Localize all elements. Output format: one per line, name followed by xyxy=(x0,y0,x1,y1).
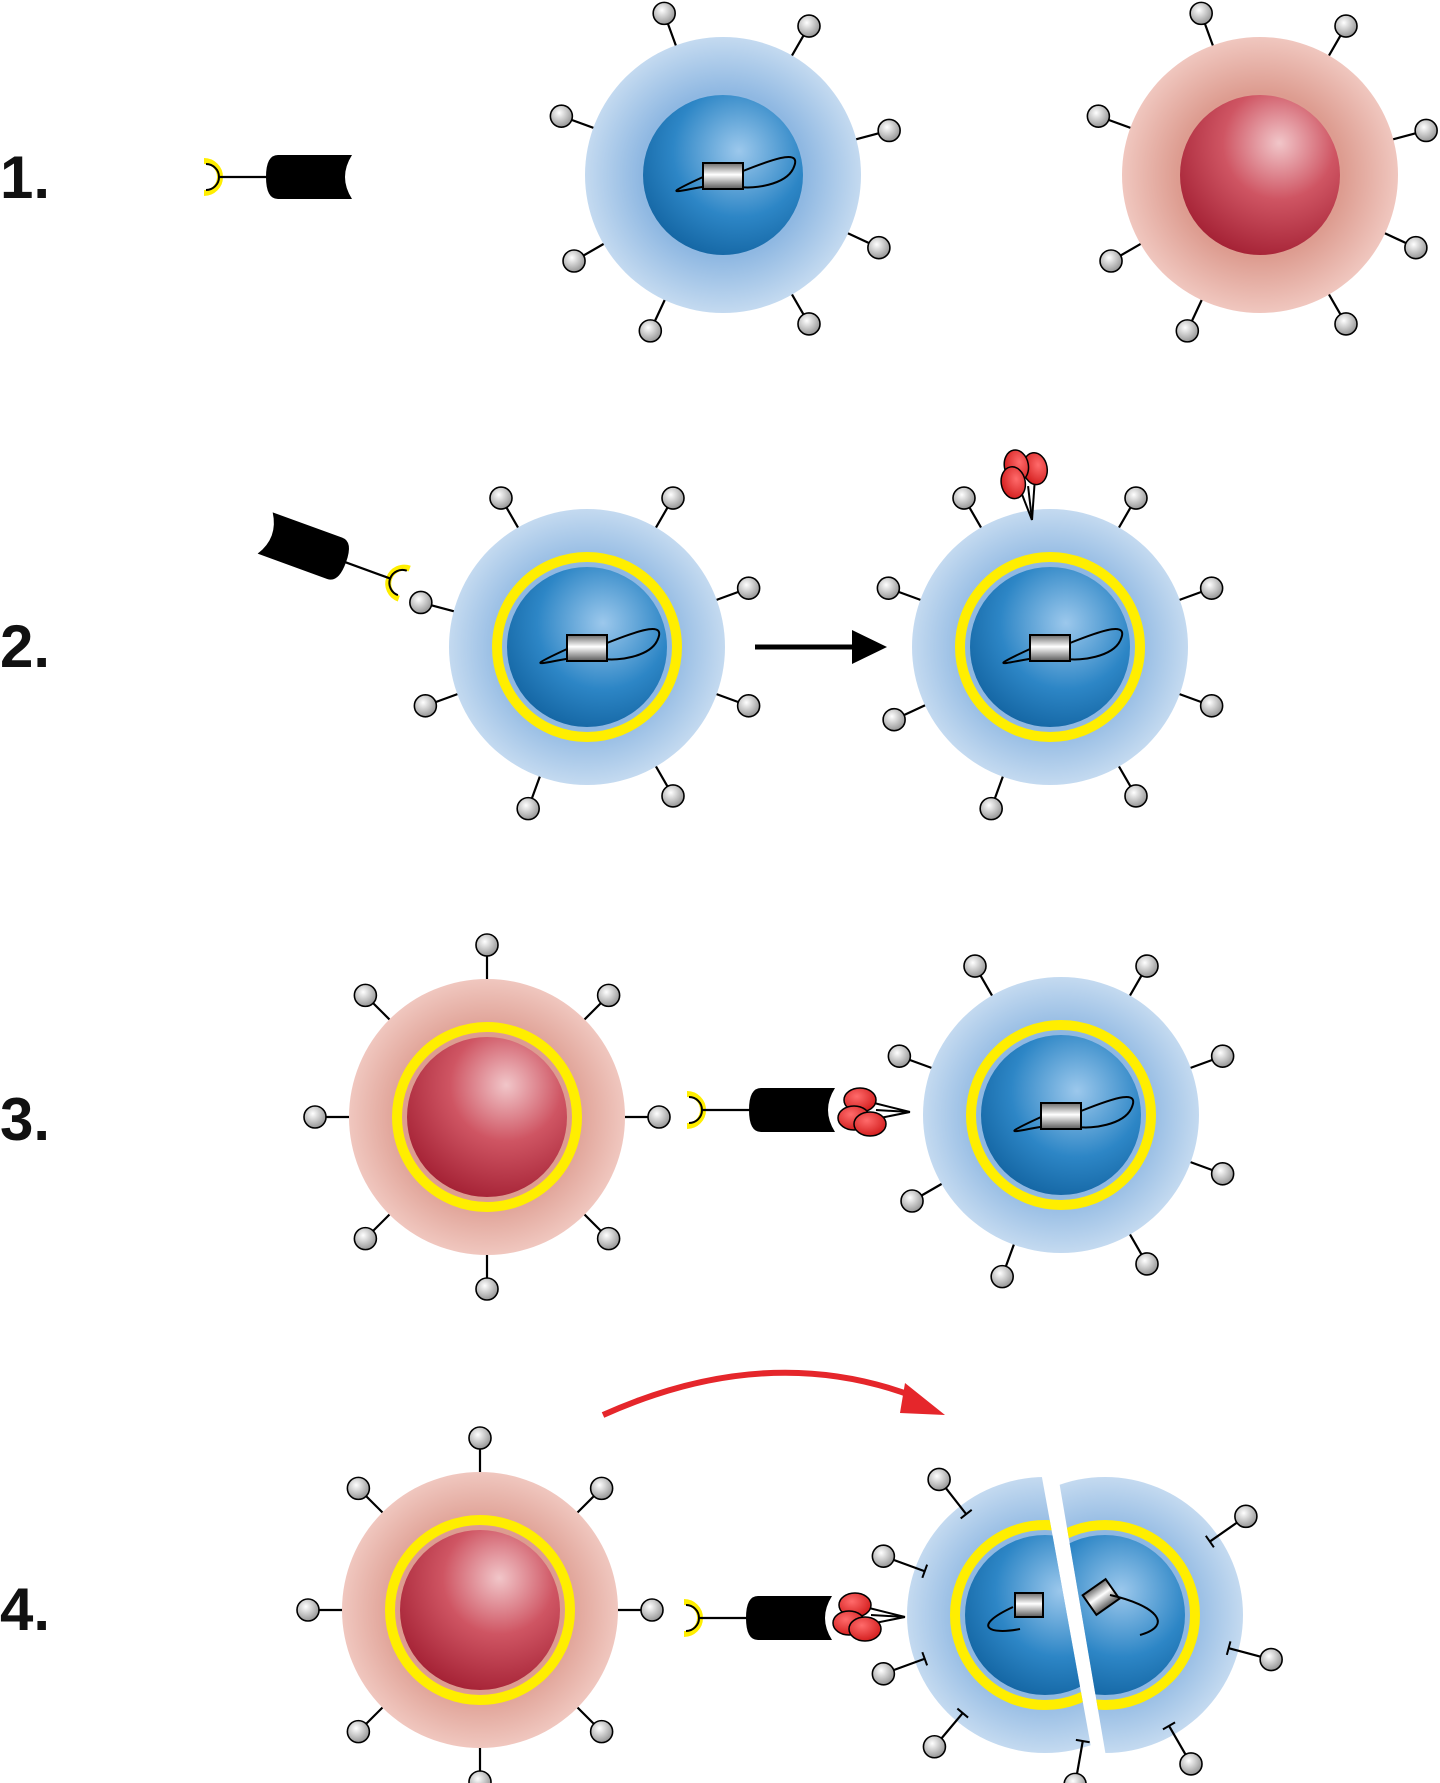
protein-cluster-icon xyxy=(832,1592,906,1642)
yellow-ring xyxy=(385,1515,575,1705)
effector-cell xyxy=(1086,1,1438,343)
receptor-icon xyxy=(1063,1738,1090,1783)
receptor-icon xyxy=(871,1651,929,1686)
step-label-4: 4. xyxy=(0,1576,51,1643)
antibody-icon xyxy=(203,155,352,199)
target-cell xyxy=(549,1,901,343)
yellow-ring xyxy=(955,552,1145,742)
step-label-3: 3. xyxy=(0,1086,51,1153)
yellow-ring xyxy=(492,552,682,742)
protein-cluster-icon xyxy=(837,1087,911,1137)
target-cell xyxy=(409,486,761,821)
effector-cell xyxy=(296,1426,664,1783)
dna-plasmid-icon xyxy=(1002,628,1123,665)
yellow-ring xyxy=(392,1022,582,1212)
target-cell xyxy=(876,486,1224,821)
receptor-icon xyxy=(1317,281,1358,336)
red-curved-arrow-icon xyxy=(601,1369,945,1418)
step-label-2: 2. xyxy=(0,613,51,680)
protein-cluster-icon xyxy=(1000,449,1049,521)
antibody-icon xyxy=(683,1596,832,1640)
receptor-icon xyxy=(638,287,676,343)
yellow-ring xyxy=(966,1020,1156,1210)
effector-cell xyxy=(303,933,671,1301)
right-half-receptors xyxy=(1063,1504,1283,1783)
left-half-receptors xyxy=(871,1467,973,1759)
target-cell xyxy=(887,954,1235,1289)
antibody-icon xyxy=(257,512,411,602)
receptor-icon xyxy=(1205,1504,1258,1548)
receptor-icon xyxy=(1225,1641,1283,1672)
receptor-icon xyxy=(927,1467,973,1520)
dna-plasmid-icon xyxy=(675,156,796,193)
cell-nucleus xyxy=(1180,95,1340,255)
antibody-icon xyxy=(686,1088,835,1132)
receptor-icon xyxy=(1162,1721,1203,1776)
step-label-1: 1. xyxy=(0,144,51,211)
dna-plasmid-icon xyxy=(1013,1096,1134,1133)
cell-nucleus xyxy=(400,1530,560,1690)
receptor-icon xyxy=(871,1544,929,1579)
arrow-icon xyxy=(755,630,887,664)
cell-nucleus xyxy=(407,1037,567,1197)
dna-plasmid-icon xyxy=(539,628,660,665)
receptor-icon xyxy=(922,1707,969,1759)
